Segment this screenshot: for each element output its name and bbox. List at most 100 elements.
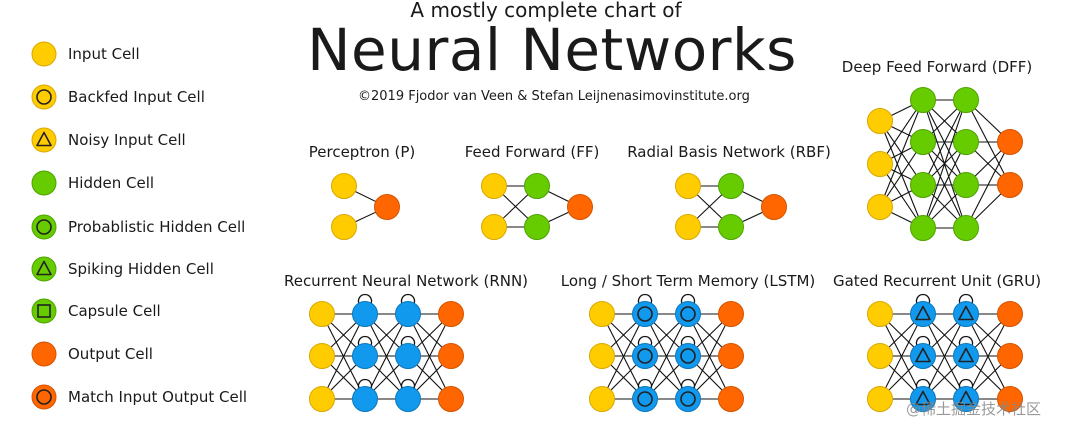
recurrent-cell xyxy=(395,301,421,327)
hidden-cell xyxy=(524,173,550,199)
input-cell xyxy=(867,108,893,134)
watermark: @稀土掘金技术社区 xyxy=(906,400,1042,418)
cell-inner-circle-mark xyxy=(637,306,653,322)
connection-line xyxy=(922,99,967,186)
input-cell xyxy=(867,343,893,369)
connection-line xyxy=(879,313,924,400)
connection-line xyxy=(922,313,967,400)
gated-memory-cell xyxy=(953,301,979,327)
legend-item-capsule-cell: Capsule Cell xyxy=(30,297,161,325)
cell-inner-circle-mark xyxy=(680,306,696,322)
recurrent-cell xyxy=(352,386,378,412)
memory-cell xyxy=(632,343,658,369)
legend-label: Capsule Cell xyxy=(68,302,161,320)
recurrent-cell xyxy=(395,343,421,369)
input-cell xyxy=(309,386,335,412)
hidden-cell xyxy=(910,129,936,155)
hidden-cell xyxy=(910,215,936,241)
output-cell-icon xyxy=(31,341,57,367)
network-title-radial-basis: Radial Basis Network (RBF) xyxy=(627,143,831,161)
output-cell xyxy=(438,301,464,327)
legend-item-output-cell: Output Cell xyxy=(30,340,153,368)
output-cell xyxy=(718,301,744,327)
connection-line xyxy=(965,141,1011,229)
chart-title: Neural Networks xyxy=(307,16,797,84)
legend-label: Hidden Cell xyxy=(68,174,155,192)
recurrent-loop xyxy=(680,293,696,304)
connection-line xyxy=(922,141,967,229)
legend-label: Probablistic Hidden Cell xyxy=(68,218,246,236)
input-cell xyxy=(589,386,615,412)
gated-memory-cell xyxy=(953,343,979,369)
legend-item-noisy-input-cell: Noisy Input Cell xyxy=(30,126,186,154)
legend-item-match-input-output-cell: Match Input Output Cell xyxy=(30,383,247,411)
network-title-lstm: Long / Short Term Memory (LSTM) xyxy=(560,272,816,290)
output-cell xyxy=(761,194,787,220)
input-cell xyxy=(331,214,357,240)
recurrent-loop xyxy=(915,293,931,304)
recurrent-loop xyxy=(357,335,373,346)
network-title-perceptron: Perceptron (P) xyxy=(308,143,416,161)
input-cell xyxy=(309,301,335,327)
probablistic-hidden-cell-icon xyxy=(31,214,57,240)
noisy-input-cell-icon xyxy=(31,127,57,153)
memory-cell xyxy=(675,343,701,369)
output-cell xyxy=(438,386,464,412)
legend-label: Match Input Output Cell xyxy=(68,388,248,406)
legend-label: Backfed Input Cell xyxy=(68,88,205,106)
legend-item-probablistic-hidden-cell: Probablistic Hidden Cell xyxy=(30,213,245,241)
hidden-cell xyxy=(953,87,979,113)
recurrent-loop xyxy=(357,378,373,389)
input-cell xyxy=(589,343,615,369)
cell-inner-circle-mark xyxy=(680,348,696,364)
cell-inner-triangle-mark xyxy=(915,390,931,406)
output-cell xyxy=(997,172,1023,198)
cell-inner-circle-mark xyxy=(680,391,696,407)
input-cell xyxy=(331,173,357,199)
connection-line xyxy=(407,313,452,400)
connections xyxy=(601,313,732,400)
output-cell xyxy=(567,194,593,220)
website-text: asimovinstitute.org xyxy=(624,89,750,104)
cell-inner-triangle-mark xyxy=(958,305,974,321)
credit-text: ©2019 Fjodor van Veen & Stefan Leijnen xyxy=(358,89,625,104)
output-cell xyxy=(997,129,1023,155)
recurrent-loop xyxy=(637,378,653,389)
cell-inner-triangle-mark xyxy=(915,347,931,363)
recurrent-loop xyxy=(637,335,653,346)
output-cell xyxy=(997,386,1023,412)
cell-inner-triangle-mark xyxy=(915,305,931,321)
gated-memory-cell xyxy=(910,301,936,327)
rnn-diagram xyxy=(309,293,464,412)
memory-cell xyxy=(675,386,701,412)
chart-subtitle: A mostly complete chart of xyxy=(410,0,682,22)
hidden-cell xyxy=(524,214,550,240)
recurrent-loop xyxy=(680,378,696,389)
legend-item-hidden-cell: Hidden Cell xyxy=(30,169,154,197)
recurrent-loop xyxy=(958,293,974,304)
recurrent-loop xyxy=(400,293,416,304)
hidden-cell xyxy=(953,215,979,241)
legend-label: Output Cell xyxy=(68,345,153,363)
capsule-cell-icon xyxy=(31,298,57,324)
legend-item-input-cell: Input Cell xyxy=(30,40,140,68)
input-cell xyxy=(867,301,893,327)
hidden-cell-icon xyxy=(31,170,57,196)
hidden-cell xyxy=(718,173,744,199)
connections xyxy=(879,99,1011,229)
recurrent-cell xyxy=(395,386,421,412)
connection-line xyxy=(965,313,1011,400)
cell-inner-circle-mark xyxy=(637,348,653,364)
connection-line xyxy=(644,313,689,400)
output-cell xyxy=(718,386,744,412)
recurrent-loop xyxy=(400,335,416,346)
recurrent-cell xyxy=(352,301,378,327)
feed-forward-diagram xyxy=(481,173,593,240)
gru-diagram xyxy=(867,293,1023,412)
connection-line xyxy=(364,313,409,400)
connections xyxy=(879,313,1011,400)
input-cell xyxy=(589,301,615,327)
connection-line xyxy=(601,313,646,400)
network-title-deep-feed-forward: Deep Feed Forward (DFF) xyxy=(841,58,1033,76)
perceptron-diagram xyxy=(331,173,400,240)
